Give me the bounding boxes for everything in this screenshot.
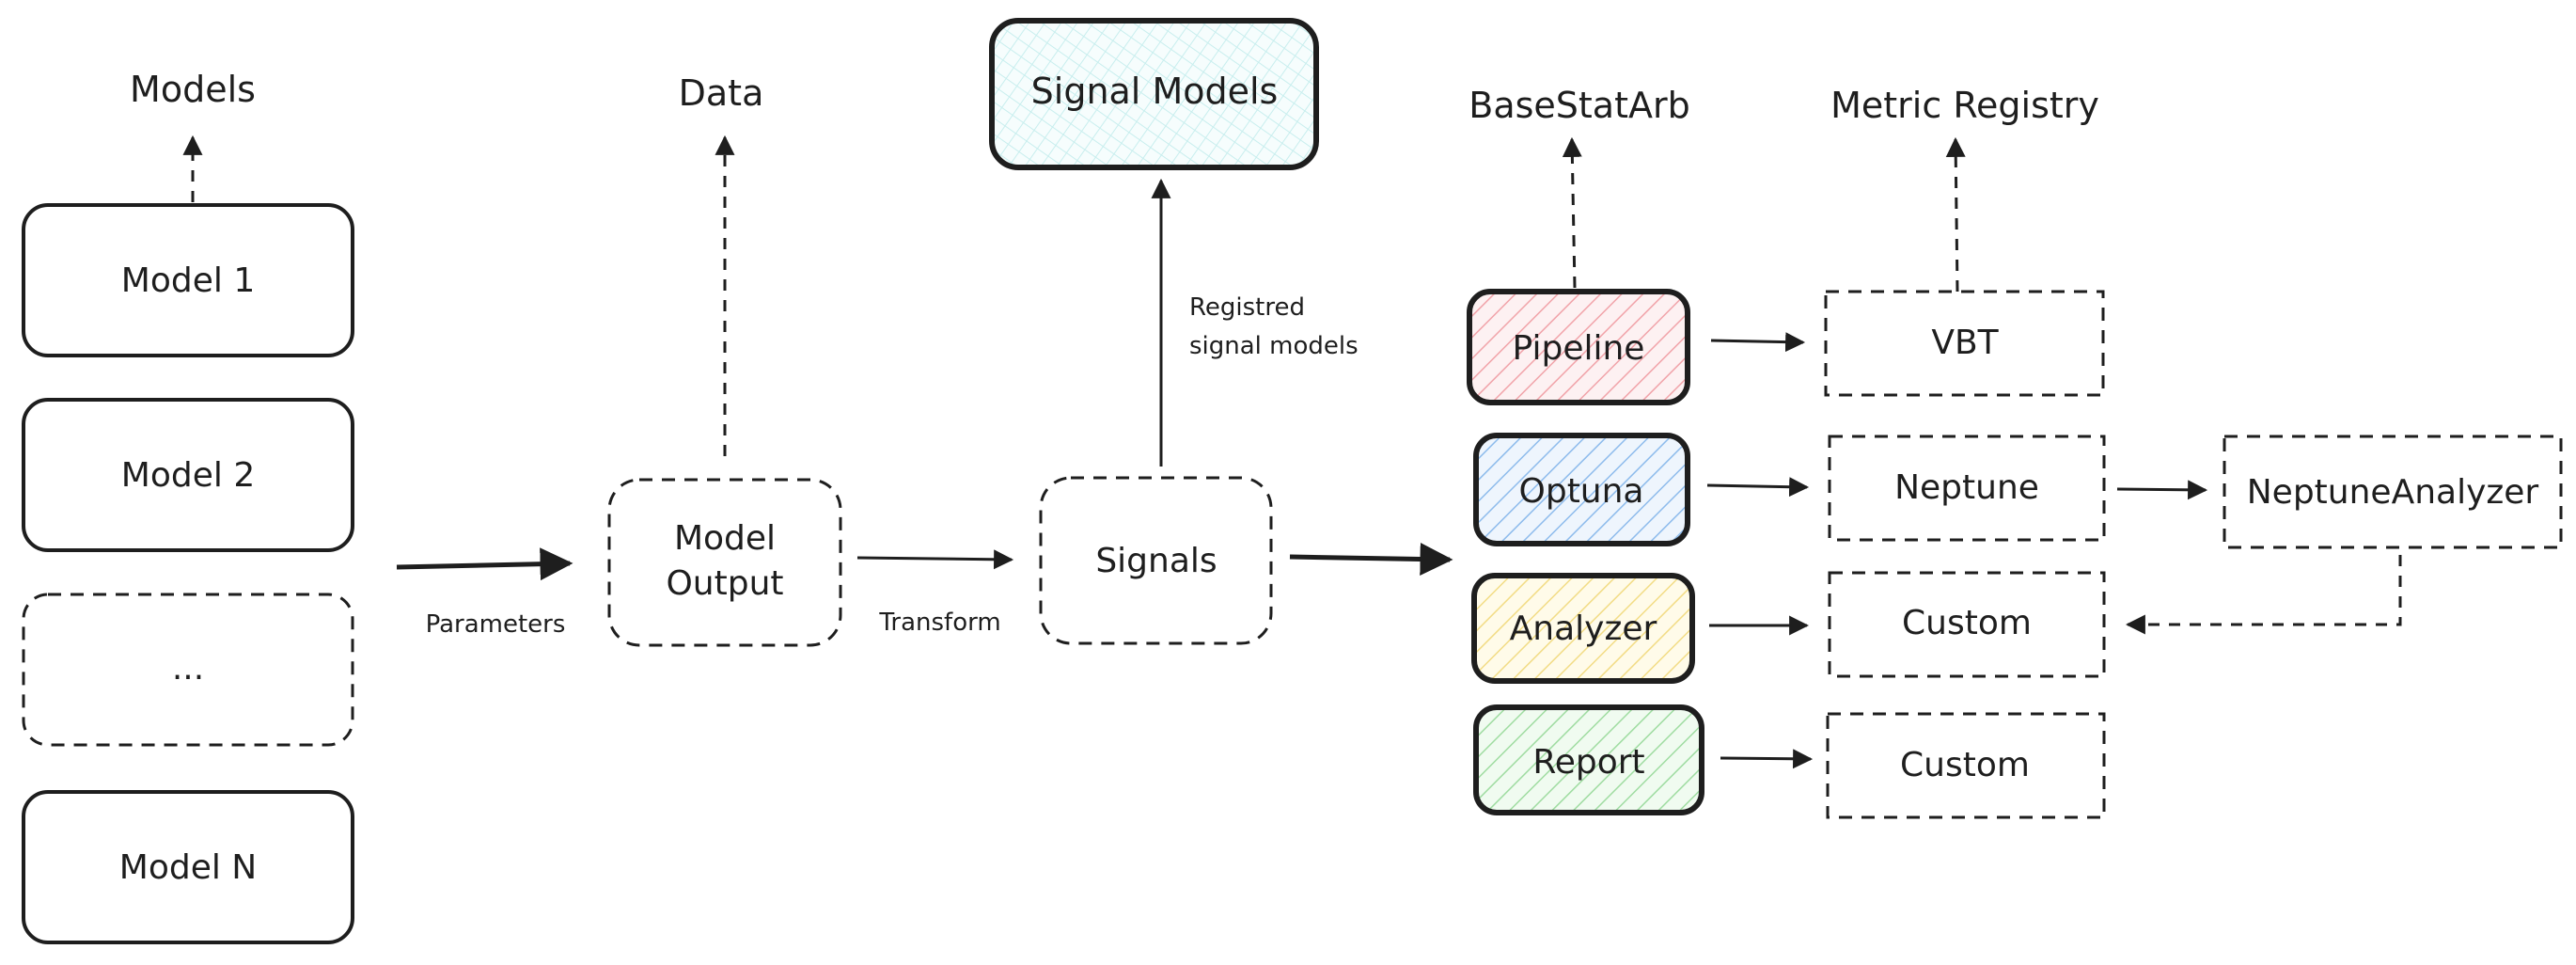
vbt-label: VBT	[1931, 324, 1999, 362]
neptune-analyzer-to-custom-arrow	[2125, 555, 2402, 635]
neptune-analyzer-box: NeptuneAnalyzer	[2223, 435, 2563, 549]
vbt-box: VBT	[1824, 290, 2105, 397]
parameters-label: Parameters	[426, 610, 566, 639]
model-n-label: Model N	[119, 848, 257, 887]
analyzer-label: Analyzer	[1510, 609, 1657, 648]
neptune-box: Neptune	[1828, 435, 2106, 542]
model-2-box: Model 2	[22, 398, 354, 552]
registered-label-line1: Registred	[1189, 293, 1305, 322]
neptune-label: Neptune	[1894, 468, 2039, 507]
metric-registry-up-arrow	[1945, 136, 1966, 293]
parameters-arrow	[396, 547, 573, 581]
model-1-label: Model 1	[121, 261, 255, 300]
model-output-box: Model Output	[607, 478, 842, 647]
custom-report-label: Custom	[1900, 746, 2030, 784]
custom-report-box: Custom	[1826, 712, 2106, 819]
custom-analyzer-label: Custom	[1902, 604, 2032, 642]
model-ellipsis-box: ...	[22, 593, 354, 747]
signals-label: Signals	[1095, 542, 1217, 580]
registered-label-line2: signal models	[1189, 332, 1359, 360]
data-header: Data	[679, 72, 764, 114]
signal-models-box: Signal Models	[989, 18, 1319, 170]
pipeline-label: Pipeline	[1513, 329, 1645, 368]
transform-arrow	[856, 549, 1014, 570]
report-box: Report	[1473, 704, 1704, 815]
neptune-to-analyzer-arrow	[2116, 480, 2208, 500]
optuna-label: Optuna	[1519, 472, 1644, 511]
model-output-label-line2: Output	[666, 564, 783, 603]
model-2-label: Model 2	[121, 456, 255, 495]
models-header: Models	[130, 69, 256, 110]
model-n-box: Model N	[22, 790, 354, 944]
basestatarb-header: BaseStatArb	[1469, 85, 1689, 126]
model-1-box: Model 1	[22, 203, 354, 357]
model-output-label-line1: Model	[674, 519, 776, 558]
optuna-to-neptune-arrow	[1706, 477, 1810, 498]
custom-analyzer-box: Custom	[1828, 571, 2106, 678]
signal-models-label: Signal Models	[1031, 71, 1279, 112]
pipeline-box: Pipeline	[1467, 289, 1690, 405]
neptune-analyzer-label: NeptuneAnalyzer	[2247, 473, 2539, 512]
report-to-custom-arrow	[1720, 749, 1814, 769]
analyzer-box: Analyzer	[1471, 573, 1695, 684]
model-ellipsis-label: ...	[172, 649, 204, 688]
signals-out-arrow	[1289, 542, 1453, 576]
basestatarb-up-arrow	[1562, 136, 1582, 289]
optuna-box: Optuna	[1473, 433, 1690, 546]
metric-registry-header: Metric Registry	[1830, 85, 2099, 126]
pipeline-to-vbt-arrow	[1710, 332, 1806, 353]
report-label: Report	[1532, 743, 1644, 782]
signals-box: Signals	[1039, 476, 1273, 645]
transform-label: Transform	[878, 609, 1000, 637]
